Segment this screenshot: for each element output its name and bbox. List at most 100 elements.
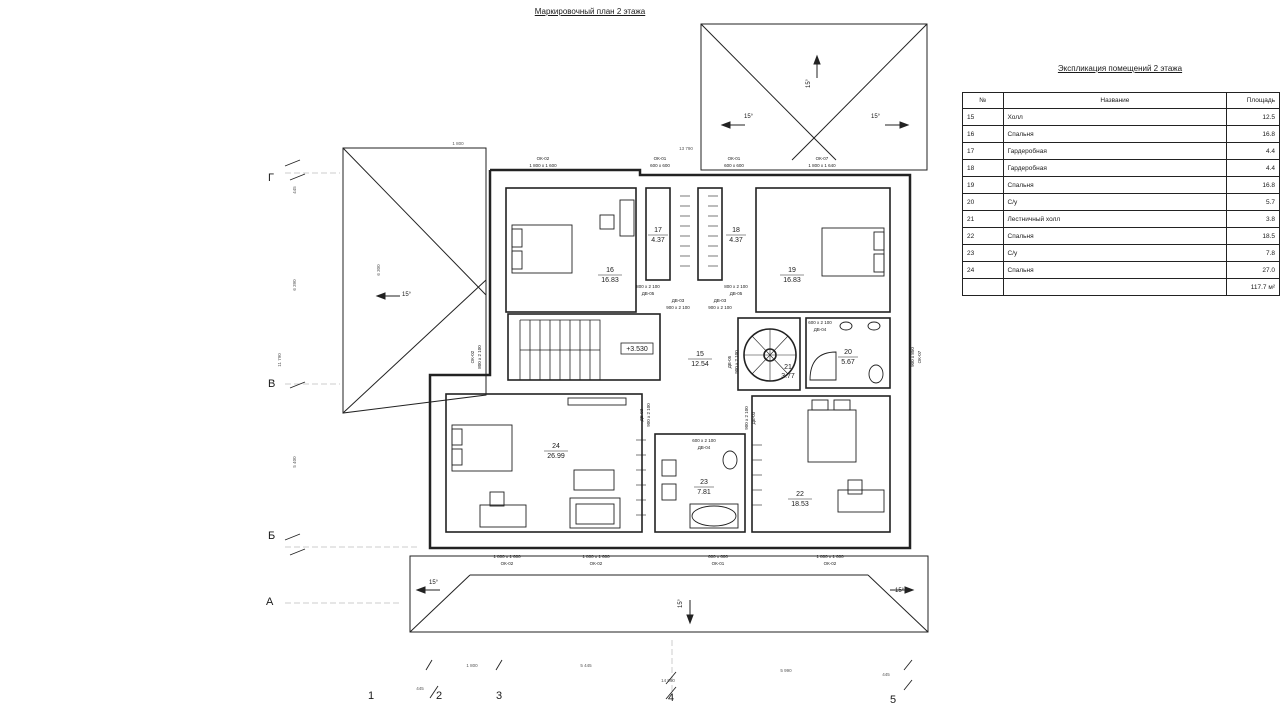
room-22: 22 18.53 <box>788 491 812 508</box>
svg-text:19: 19 <box>788 267 796 274</box>
row-number: 17 <box>962 142 1004 160</box>
svg-text:1 800: 1 800 <box>452 141 464 146</box>
svg-text:24: 24 <box>552 443 560 450</box>
svg-text:ДВ-05: ДВ-05 <box>730 291 743 296</box>
svg-text:ОК-02: ОК-02 <box>537 156 550 161</box>
level-mark: +3.530 <box>620 342 654 355</box>
room-23: 23 7.81 <box>694 479 714 496</box>
total-empty-name <box>1002 278 1228 296</box>
svg-text:ОК-01: ОК-01 <box>712 561 725 566</box>
svg-text:445: 445 <box>292 186 297 194</box>
row-area: 12.5 <box>1226 108 1280 126</box>
svg-text:15°: 15° <box>429 580 439 586</box>
svg-text:13 790: 13 790 <box>679 146 693 151</box>
svg-text:600 x 2 100: 600 x 2 100 <box>692 438 716 443</box>
svg-text:900 x 2 100: 900 x 2 100 <box>744 406 749 430</box>
svg-text:12.54: 12.54 <box>691 361 709 368</box>
roof-bottom <box>409 555 929 633</box>
svg-text:445: 445 <box>416 686 424 691</box>
axis-number-3: 3 <box>496 690 503 702</box>
row-area: 16.8 <box>1226 176 1280 194</box>
svg-text:800 x 2 100: 800 x 2 100 <box>477 345 482 369</box>
svg-text:445: 445 <box>882 672 890 677</box>
row-name: Гардеробная <box>1002 159 1228 177</box>
svg-text:ДВ-03: ДВ-03 <box>672 298 685 303</box>
svg-text:+3.530: +3.530 <box>626 346 648 353</box>
row-name: С/у <box>1002 193 1228 211</box>
explication-title: Экспликация помещений 2 этажа <box>1057 64 1183 73</box>
stair <box>519 319 601 381</box>
svg-text:600 x 600: 600 x 600 <box>650 163 670 168</box>
row-name: Лестничный холл <box>1002 210 1228 228</box>
svg-text:900 x 850: 900 x 850 <box>910 347 915 367</box>
svg-text:15°: 15° <box>806 78 812 88</box>
inner-walls <box>445 187 891 533</box>
svg-text:16.83: 16.83 <box>601 277 619 284</box>
row-area: 27.0 <box>1226 261 1280 279</box>
room-20: 20 5.67 <box>838 349 858 366</box>
row-number: 19 <box>962 176 1004 194</box>
row-name: Спальня <box>1002 261 1228 279</box>
axis-number-2: 2 <box>436 690 443 702</box>
svg-text:800 x 2 100: 800 x 2 100 <box>636 284 660 289</box>
table-total-row: 117.7 м² <box>962 278 1280 296</box>
svg-text:21: 21 <box>784 364 792 371</box>
svg-text:6 390: 6 390 <box>292 279 297 291</box>
axis-number-5: 5 <box>890 694 897 706</box>
svg-text:23: 23 <box>700 479 708 486</box>
svg-text:ДВ-05: ДВ-05 <box>642 291 655 296</box>
room-17: 17 4.37 <box>648 227 668 244</box>
svg-text:ДВ-03: ДВ-03 <box>714 298 727 303</box>
room-24: 24 26.99 <box>544 443 568 460</box>
svg-text:900 x 2 100: 900 x 2 100 <box>734 350 739 374</box>
outer-walls <box>428 168 912 550</box>
svg-text:4.37: 4.37 <box>651 237 665 244</box>
svg-text:ДВ-04: ДВ-04 <box>814 327 827 332</box>
svg-text:5 400: 5 400 <box>292 456 297 468</box>
svg-text:ДВ-03: ДВ-03 <box>639 408 644 421</box>
row-number: 23 <box>962 244 1004 262</box>
roof-top <box>700 23 928 171</box>
header-name: Название <box>1002 92 1228 109</box>
svg-text:15°: 15° <box>744 114 754 120</box>
row-number: 22 <box>962 227 1004 245</box>
row-area: 16.8 <box>1226 125 1280 143</box>
row-number: 18 <box>962 159 1004 177</box>
svg-text:ДВ-04: ДВ-04 <box>698 445 711 450</box>
svg-text:3.77: 3.77 <box>781 373 795 380</box>
axis-ticks <box>284 159 913 700</box>
svg-text:600 x 600: 600 x 600 <box>708 554 728 559</box>
svg-text:ОК-02: ОК-02 <box>470 350 475 363</box>
axis-lines <box>285 172 673 700</box>
svg-text:16.83: 16.83 <box>783 277 801 284</box>
svg-text:7.81: 7.81 <box>697 489 711 496</box>
svg-text:4.37: 4.37 <box>729 237 743 244</box>
svg-text:15: 15 <box>696 351 704 358</box>
svg-text:600 x 600: 600 x 600 <box>724 163 744 168</box>
svg-text:ДВ-05: ДВ-05 <box>727 355 732 368</box>
row-name: С/у <box>1002 244 1228 262</box>
row-number: 15 <box>962 108 1004 126</box>
slope-labels: 15° 15° 15° 15° 15° 15° 15° <box>402 78 905 608</box>
svg-text:5 990: 5 990 <box>780 668 792 673</box>
svg-text:22: 22 <box>796 491 804 498</box>
total-empty-number <box>962 278 1004 296</box>
plan-title: Маркировочный план 2 этажа <box>534 7 646 16</box>
